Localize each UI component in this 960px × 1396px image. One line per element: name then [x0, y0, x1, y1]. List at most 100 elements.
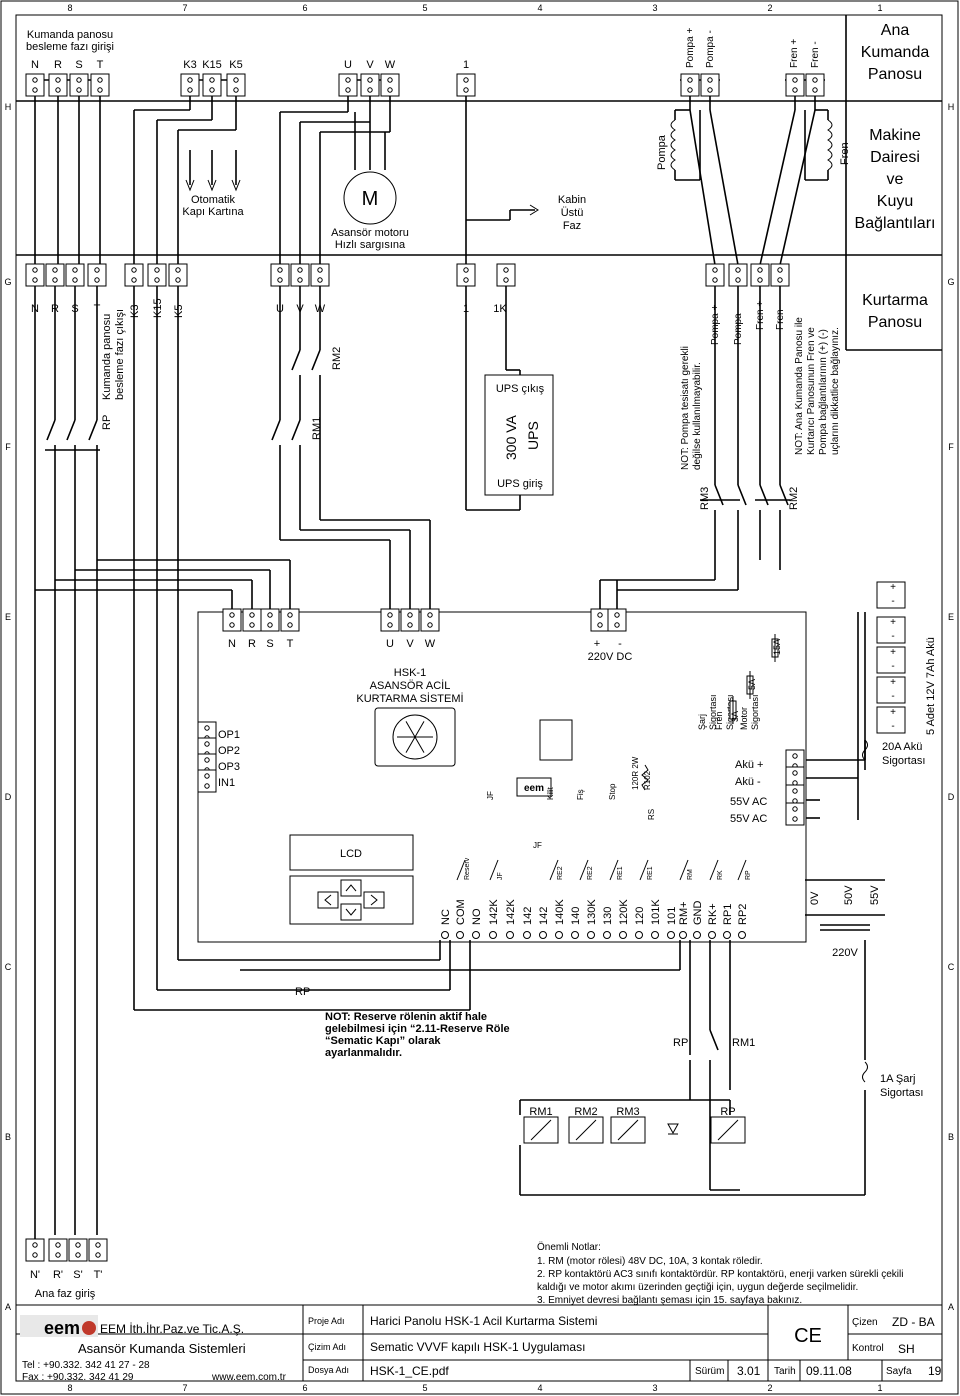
top-terminal-k3 — [180, 73, 200, 97]
rs-label: RS — [647, 809, 656, 820]
fren-coil — [827, 119, 833, 171]
top-terminal-u — [338, 73, 358, 97]
main-phase-label: S' — [73, 1269, 82, 1281]
makine-dairesi-title: Makine — [869, 127, 921, 144]
mid-terminal-u — [270, 263, 290, 287]
top-k3-label: K3 — [183, 59, 196, 71]
mid-terminal-pf-3 — [770, 263, 790, 287]
fren-pompa-note: uçlarını dikkatlice bağlayınız. — [830, 327, 841, 455]
grid-col-label: 6 — [302, 1383, 307, 1393]
top-terminal-t — [90, 73, 110, 97]
jf-label: JF — [533, 841, 542, 850]
board-bottom-label: 140K — [554, 899, 566, 925]
ac2-label: 55V AC — [730, 813, 767, 825]
key-up-arrow-icon — [345, 884, 357, 892]
board-bottom-label: 120K — [618, 899, 630, 925]
board-input-label: Kilit — [546, 786, 555, 800]
fren-pompa-note: Pompa bağlantılarının (+) (-) — [818, 329, 829, 455]
top-pompa-plus-label: Pompa + — [685, 28, 696, 68]
reserve-note: “Sematic Kapı” olarak — [325, 1035, 441, 1047]
pompa-coil-label: Pompa — [656, 134, 668, 170]
relay-contact — [709, 859, 719, 881]
top-terminal-k5 — [226, 73, 246, 97]
mid-terminal-s — [65, 263, 85, 287]
battery-plus: + — [890, 677, 896, 688]
ana-panosu-title: Panosu — [868, 66, 922, 83]
lcd-display — [289, 834, 414, 871]
grid-row-label: B — [5, 1132, 11, 1142]
main-phase-label: N' — [30, 1269, 40, 1281]
relay-contact — [639, 859, 649, 881]
resistor-label: 120R 2W — [631, 756, 640, 790]
mid-terminal-n — [25, 263, 45, 287]
battery-cell — [876, 581, 906, 609]
cizim-value: Sematic VVVF kapılı HSK-1 Uygulaması — [370, 1340, 585, 1354]
top-terminal-1 — [456, 73, 476, 97]
grid-col-label: 1 — [877, 3, 882, 13]
coil-label: RM3 — [616, 1106, 639, 1118]
mid-terminal-k15 — [147, 263, 167, 287]
coil-label: RM1 — [529, 1106, 552, 1118]
proje-label: Proje Adı — [308, 1316, 345, 1326]
board-bottom-label: RP1 — [722, 904, 734, 925]
grid-row-label: C — [5, 962, 12, 972]
board-bottom-label: COM — [455, 899, 467, 925]
mid-terminal-pf-2 — [750, 263, 770, 287]
top-r-label: R — [54, 59, 62, 71]
ana-panosu-title: Kumanda — [861, 44, 930, 61]
grid-row-label: G — [947, 277, 954, 287]
main-phase-terminal — [68, 1238, 88, 1262]
key-right — [363, 891, 385, 909]
motor-m-label: M — [362, 188, 379, 210]
tr-55v-label: 55V — [869, 885, 881, 905]
board-in1-label: IN1 — [218, 777, 235, 789]
board-terminal-u — [380, 608, 400, 632]
relay-contact — [579, 859, 589, 881]
tr-0v-label: 0V — [809, 891, 821, 905]
arrow-icon — [231, 179, 241, 192]
board-bottom-label: 140 — [570, 907, 582, 925]
grid-col-label: 6 — [302, 3, 307, 13]
mid-t-label: T — [94, 303, 101, 315]
mid-terminal-1k — [496, 263, 516, 287]
grid-col-label: 5 — [422, 1383, 427, 1393]
motor-label: Asansör motoru — [331, 227, 409, 239]
board-bottom-label: 130K — [586, 899, 598, 925]
mid-k3-label: K3 — [129, 305, 141, 318]
aku-fuse-label: 20A Akü — [882, 741, 922, 753]
fuse-name-label: Sigortası — [708, 694, 718, 730]
notes-title: Önemli Notlar: — [537, 1241, 601, 1253]
relay-label: RP — [745, 870, 752, 880]
battery-cell — [876, 616, 906, 644]
grid-row-label: A — [5, 1302, 11, 1312]
note-line: 2. RP kontaktörü AC3 sınıfı kontaktördür… — [537, 1269, 903, 1280]
fuse-value-label: 5A — [747, 679, 757, 690]
top-terminal-pompa-plus — [680, 73, 700, 97]
grid-row-label: E — [5, 612, 11, 622]
board-bottom-terminal — [679, 931, 687, 939]
rm2-label: RM2 — [788, 487, 800, 510]
top-terminal-n — [25, 73, 45, 97]
board-bottom-label: NO — [471, 908, 483, 925]
top-1-label: 1 — [463, 59, 469, 71]
grid-col-label: 2 — [767, 3, 772, 13]
board-op1-label: OP1 — [218, 729, 240, 741]
mid-n-label: N — [31, 303, 39, 315]
board-t-label: T — [287, 638, 294, 650]
sarj-fuse-label: Sigortası — [880, 1087, 923, 1099]
kabin-faz-label: Üstü — [561, 207, 584, 219]
board-bottom-terminal — [635, 931, 643, 939]
main-phase-label: R' — [53, 1269, 63, 1281]
mid-s-label: S — [71, 303, 78, 315]
rp-label: RP — [101, 415, 113, 430]
aku-fuse-label: Sigortası — [882, 755, 925, 767]
eem-logo: eem — [524, 783, 544, 794]
grid-row-label: D — [5, 792, 12, 802]
ana-panosu-title: Ana — [881, 22, 910, 39]
ups-label: 300 VA — [503, 414, 519, 460]
board-bottom-label: RP2 — [737, 904, 749, 925]
kontrol-value: SH — [898, 1342, 915, 1356]
grid-col-label: 1 — [877, 1383, 882, 1393]
board-bottom-terminal — [708, 931, 716, 939]
fan-blade — [414, 721, 425, 738]
